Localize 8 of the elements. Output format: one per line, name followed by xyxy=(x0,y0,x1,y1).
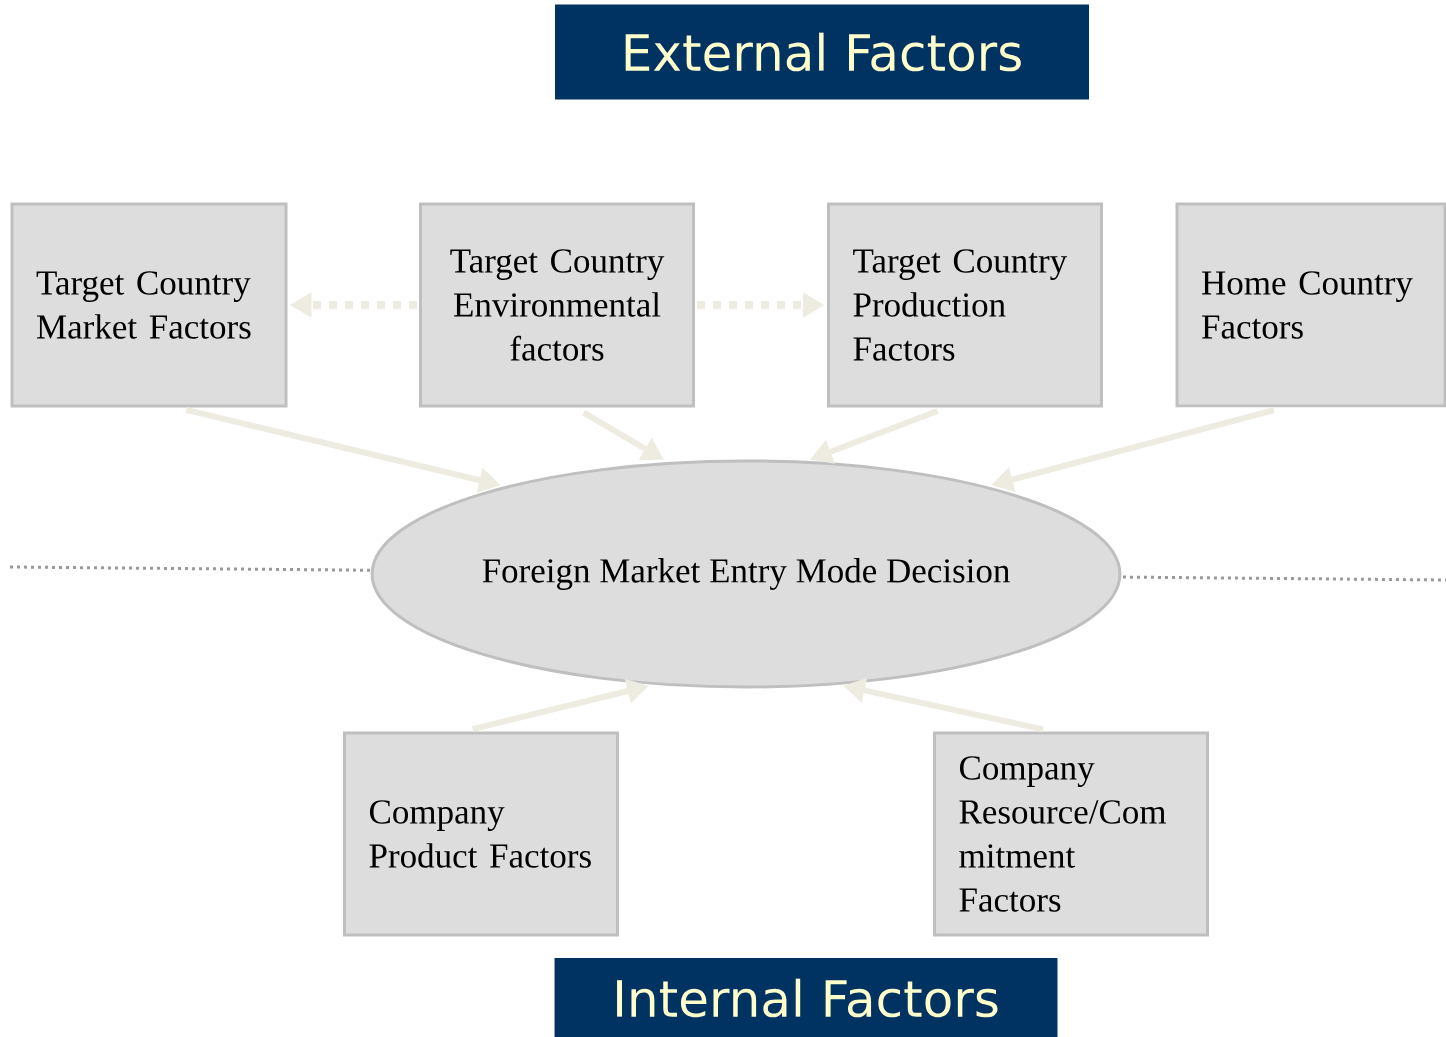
factor-box: Target Country Production Factors xyxy=(827,202,1103,408)
factor-box: Company Resource/Com mitment Factors xyxy=(933,731,1209,937)
header-banner: Internal Factors xyxy=(554,958,1058,1037)
factor-box: Target Country Market Factors xyxy=(10,202,288,408)
factor-box: Home Country Factors xyxy=(1175,202,1446,408)
factor-box: Target Country Environmental factors xyxy=(419,202,695,408)
factor-box: Company Product Factors xyxy=(343,731,619,937)
header-banner: External Factors xyxy=(555,4,1089,100)
